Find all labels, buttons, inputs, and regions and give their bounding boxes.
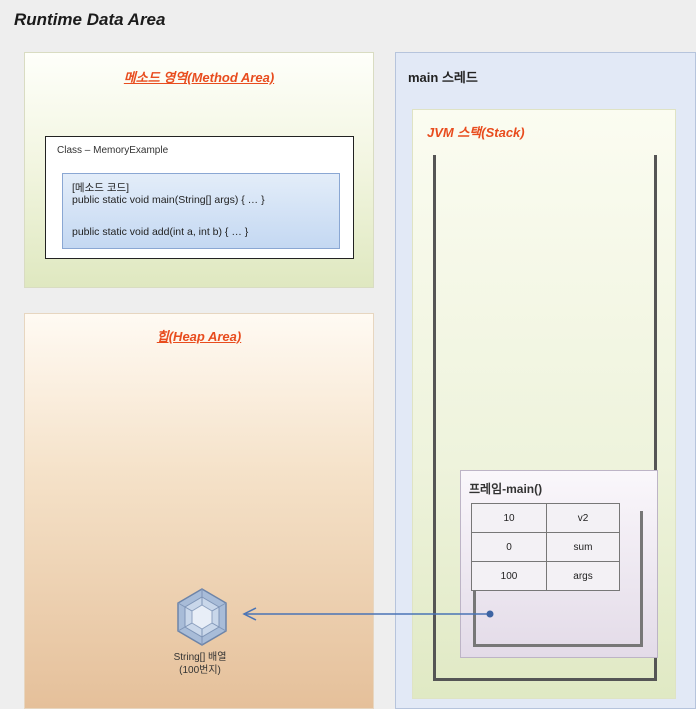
variable-value: 0 — [471, 532, 547, 562]
method-area-label: 메소드 영역(Method Area) — [123, 70, 275, 85]
stack-frame-main: 프레임-main() 10 v2 0 sum 100 args — [460, 470, 658, 658]
main-thread-box: main 스레드 JVM 스택(Stack) 프레임-main() 10 v2 … — [395, 52, 696, 709]
variable-value: 100 — [471, 561, 547, 591]
method-signature-main: public static void main(String[] args) {… — [72, 194, 265, 206]
stack-container: 프레임-main() 10 v2 0 sum 100 args — [433, 155, 658, 681]
method-code-block: [메소드 코드] public static void main(String[… — [62, 173, 340, 249]
variable-name: sum — [546, 532, 620, 562]
frame-label: 프레임-main() — [469, 482, 543, 496]
jvm-stack-area: JVM 스택(Stack) 프레임-main() 10 v2 0 sum 100 — [412, 109, 676, 699]
main-thread-label: main 스레드 — [408, 70, 478, 85]
heap-object-address: (100번지) — [179, 665, 221, 676]
variable-row: 10 v2 — [471, 503, 620, 533]
variable-name: args — [546, 561, 620, 591]
variable-row: 100 args — [471, 561, 620, 591]
method-code-label: [메소드 코드] — [72, 182, 130, 194]
variable-value: 10 — [471, 503, 547, 533]
variable-row: 0 sum — [471, 532, 620, 562]
heap-area-label: 힙(Heap Area) — [156, 329, 242, 344]
heap-object-type: String[] 배열 — [173, 652, 227, 663]
local-variable-table: 10 v2 0 sum 100 args — [471, 503, 620, 591]
class-box: Class – MemoryExample [메소드 코드] public st… — [45, 136, 354, 259]
heap-object-label: String[] 배열 (100번지) — [145, 651, 255, 677]
heap-area: 힙(Heap Area) String[] 배열 (100번지) — [24, 313, 374, 709]
class-name: Class – MemoryExample — [57, 145, 169, 156]
page-title: Runtime Data Area — [14, 10, 166, 29]
method-signature-add: public static void add(int a, int b) { …… — [72, 226, 249, 238]
variable-name: v2 — [546, 503, 620, 533]
jvm-stack-label: JVM 스택(Stack) — [427, 125, 525, 140]
hexagon-object-icon — [171, 586, 233, 653]
method-area: 메소드 영역(Method Area) Class – MemoryExampl… — [24, 52, 374, 288]
